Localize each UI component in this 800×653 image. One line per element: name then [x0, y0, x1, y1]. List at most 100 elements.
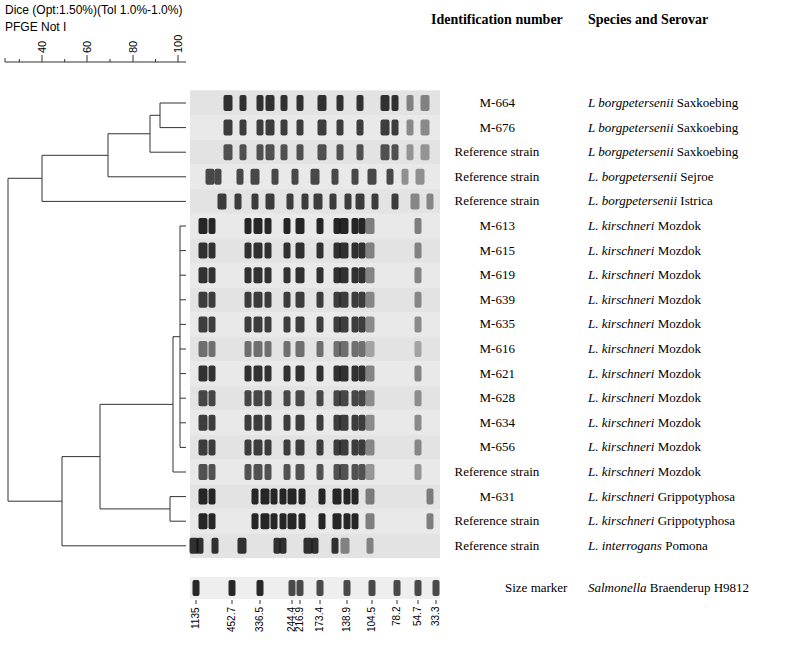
gel-band: [292, 169, 299, 185]
species-serovar: L. kirschneri Mozdok: [588, 218, 701, 234]
isolate-id: Reference strain: [455, 513, 540, 529]
gel-band: [337, 144, 344, 160]
gel-band: [265, 243, 272, 259]
species-name: L. kirschneri: [588, 415, 654, 430]
gel-band: [199, 292, 208, 308]
species-name: L. kirschneri: [588, 316, 654, 331]
gel-band: [266, 120, 275, 136]
gel-band: [340, 390, 349, 406]
gel-band: [319, 513, 326, 529]
gel-band: [224, 95, 233, 111]
gel-band: [199, 415, 208, 431]
gel-band: [209, 489, 216, 505]
gel-band: [284, 415, 291, 431]
gel-band: [199, 464, 208, 480]
gel-band: [265, 366, 272, 382]
gel-lane: [190, 534, 440, 559]
isolate-id: M-616: [480, 341, 515, 357]
gel-band: [359, 439, 366, 455]
gel-band: [314, 193, 323, 209]
gel-band: [252, 513, 259, 529]
gel-band: [366, 292, 375, 308]
gel-band: [334, 415, 341, 431]
species-serovar: L borgpetersenii Saxkoebing: [588, 144, 738, 160]
gel-band: [245, 439, 252, 455]
gel-lane: [190, 140, 440, 165]
gel-band: [366, 464, 375, 480]
fragment-size: 452.7: [226, 607, 238, 632]
species-serovar: L borgpetersenii Saxkoebing: [588, 95, 738, 111]
gel-band: [209, 513, 216, 529]
gel-band: [340, 218, 349, 234]
isolate-id: M-621: [480, 366, 515, 382]
gel-band: [340, 316, 349, 332]
gel-band: [352, 439, 359, 455]
gel-band: [333, 489, 342, 505]
fragment-size: 216.9: [294, 607, 306, 632]
gel-band: [272, 169, 279, 185]
gel-band: [334, 464, 341, 480]
gel-band: [296, 341, 305, 357]
gel-band: [199, 267, 208, 283]
species-name: L borgpetersenii: [588, 120, 674, 135]
gel-band: [209, 218, 216, 234]
gel-band: [209, 439, 216, 455]
gel-band: [317, 292, 324, 308]
gel-band: [284, 243, 291, 259]
column-header: Species and Serovar: [588, 12, 708, 29]
gel-band: [287, 193, 294, 209]
gel-band: [280, 489, 287, 505]
axis-tick-label: 40: [36, 41, 49, 53]
gel-band: [215, 169, 222, 185]
gel-band: [415, 366, 422, 382]
gel-band: [271, 513, 278, 529]
species-serovar: L. kirschneri Mozdok: [588, 366, 701, 382]
gel-band: [421, 120, 430, 136]
gel-band: [340, 341, 349, 357]
size-marker-label: Size marker: [505, 580, 567, 596]
gel-band: [359, 243, 366, 259]
gel-band: [261, 513, 270, 529]
gel-band: [340, 439, 349, 455]
gel-band: [317, 439, 324, 455]
axis-tick-label: 60: [81, 41, 94, 53]
gel-band: [284, 218, 291, 234]
gel-band: [427, 513, 434, 529]
gel-band: [340, 243, 349, 259]
isolate-id: Reference strain: [455, 538, 540, 554]
gel-band: [265, 218, 272, 234]
fragment-size: 104.5: [366, 607, 378, 632]
gel-band: [199, 439, 208, 455]
gel-band: [352, 267, 359, 283]
gel-band: [359, 464, 366, 480]
gel-band: [224, 120, 233, 136]
gel-band: [366, 439, 375, 455]
gel-lane: [190, 189, 440, 214]
species-serovar: L. kirschneri Mozdok: [588, 243, 701, 259]
gel-band: [296, 267, 305, 283]
gel-band: [240, 95, 247, 111]
gel-band: [265, 267, 272, 283]
gel-band: [416, 169, 425, 185]
gel-band: [199, 218, 208, 234]
gel-band: [284, 366, 291, 382]
isolate-id: M-619: [480, 267, 515, 283]
marker-band: [369, 580, 376, 596]
gel-band: [332, 169, 339, 185]
axis-tick-label: 100: [172, 35, 185, 53]
species-name: L. borgpetersenii: [588, 169, 677, 184]
gel-band: [345, 193, 352, 209]
species-serovar: L. kirschneri Mozdok: [588, 316, 701, 332]
gel-band: [319, 489, 326, 505]
marker-tick: [372, 600, 373, 604]
gel-band: [317, 218, 324, 234]
gel-band: [218, 193, 227, 209]
species-serovar: L. kirschneri Mozdok: [588, 439, 701, 455]
gel-band: [280, 513, 287, 529]
species-name: L. kirschneri: [588, 292, 654, 307]
gel-band: [366, 366, 375, 382]
gel-band: [366, 341, 375, 357]
gel-band: [299, 513, 306, 529]
gel-band: [359, 341, 366, 357]
gel-band: [261, 489, 270, 505]
